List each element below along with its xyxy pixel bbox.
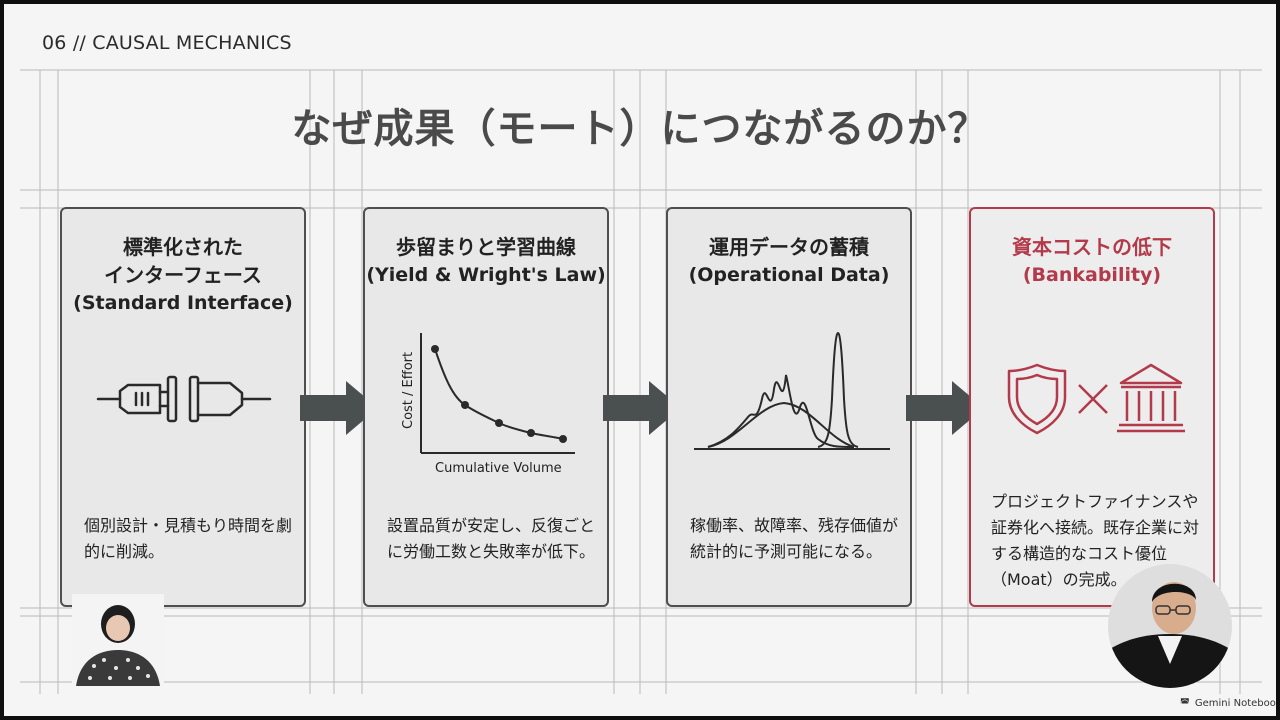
page-title: なぜ成果（モート）につながるのか？	[291, 106, 989, 152]
arrow-right-icon	[603, 381, 681, 435]
card-description: 個別設計・見積もり時間を劇的に削減。	[84, 516, 293, 561]
shield-times-bank-icon	[1007, 363, 1185, 435]
card-title: 標準化された インターフェース (Standard Interface)	[62, 233, 304, 317]
card-title: 資本コストの低下 (Bankability)	[971, 233, 1213, 289]
card-title: 歩留まりと学習曲線 (Yield & Wright's Law)	[365, 233, 607, 289]
plug-icon	[96, 375, 272, 423]
card-description: 設置品質が安定し、反復ごとに労働工数と失敗率が低下。	[387, 516, 596, 561]
card-title-en: (Bankability)	[1022, 264, 1162, 286]
card-description: 稼働率、故障率、残存価値が統計的に予測可能になる。	[690, 516, 899, 561]
distribution-curve-icon	[694, 331, 890, 450]
card-title: 運用データの蓄積 (Operational Data)	[668, 233, 910, 289]
person-avatar	[1108, 564, 1232, 688]
learning-curve-chart-icon	[420, 333, 575, 454]
card-title-en: (Operational Data)	[688, 264, 890, 286]
section-label: 06 // CAUSAL MECHANICS	[42, 32, 292, 54]
participant-video-right	[1108, 564, 1232, 688]
card-title-en: (Standard Interface)	[73, 292, 293, 314]
arrow-right-icon	[300, 381, 378, 435]
card-title-ja-line1: 標準化された	[123, 235, 243, 259]
card-operational-data: 運用データの蓄積 (Operational Data) 稼働率、故障率、残存価値…	[666, 207, 912, 607]
card-title-ja: 歩留まりと学習曲線	[396, 235, 576, 259]
brand-label: Gemini Notebook	[1194, 698, 1276, 709]
card-bankability: 資本コストの低下 (Bankability) プロジェクトファイナンスや証券化へ…	[969, 207, 1215, 607]
card-standard-interface: 標準化された インターフェース (Standard Interface) 個別設…	[60, 207, 306, 607]
card-title-ja: 資本コストの低下	[1012, 235, 1172, 259]
arrow-right-icon	[906, 381, 984, 435]
chart-y-axis-label: Cost / Effort	[401, 351, 416, 429]
person-avatar	[76, 605, 160, 686]
participant-video-left	[72, 594, 164, 686]
card-title-ja: 運用データの蓄積	[709, 235, 869, 259]
brand-watermark: ◚ Gemini Notebook	[1180, 698, 1276, 709]
slide: 06 // CAUSAL MECHANICS なぜ成果（モート）につながるのか？…	[4, 4, 1276, 716]
card-title-ja-line2: インターフェース	[104, 263, 262, 287]
brand-logo-icon: ◚	[1180, 698, 1190, 709]
card-title-en: (Yield & Wright's Law)	[366, 264, 606, 286]
chart-x-axis-label: Cumulative Volume	[435, 461, 562, 476]
card-description: プロジェクトファイナンスや証券化へ接続。既存企業に対する構造的なコスト優位（Mo…	[991, 492, 1200, 589]
card-yield-learning-curve: 歩留まりと学習曲線 (Yield & Wright's Law) Cost / …	[363, 207, 609, 607]
